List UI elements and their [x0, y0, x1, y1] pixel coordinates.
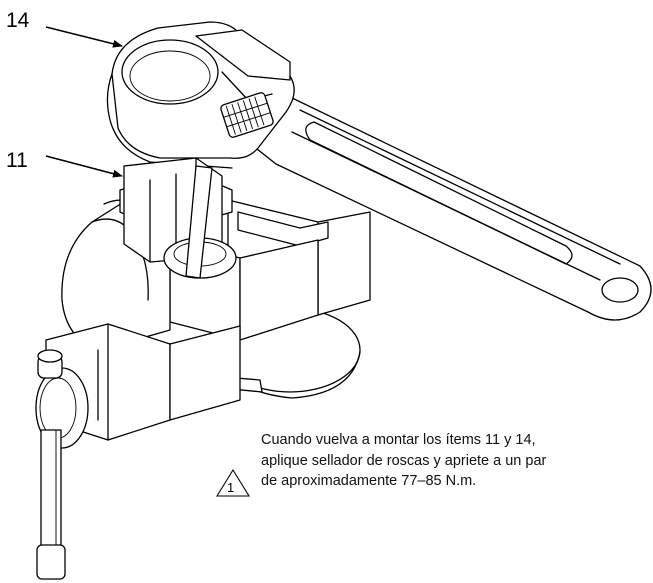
callout-label-11: 11	[6, 149, 28, 172]
callout-14-arrow	[45, 26, 123, 48]
torque-note: Cuando vuelva a montar los ítems 11 y 14…	[261, 430, 646, 492]
torque-note-line: Cuando vuelva a montar los ítems 11 y 14…	[261, 432, 536, 448]
torque-note-line: de aproximadamente 77–85 N.m.	[261, 473, 477, 489]
callout-11-arrow	[45, 155, 123, 178]
vise-handle	[35, 349, 89, 580]
callout-label-14: 14	[6, 9, 30, 32]
torque-note-line: aplique sellador de roscas y apriete a u…	[261, 452, 547, 469]
wrench-handle	[237, 95, 652, 321]
warning-triangle-icon	[216, 468, 250, 497]
warning-number: 1	[227, 480, 235, 495]
wrench-head	[106, 21, 295, 169]
clamped-shaft	[123, 157, 237, 279]
